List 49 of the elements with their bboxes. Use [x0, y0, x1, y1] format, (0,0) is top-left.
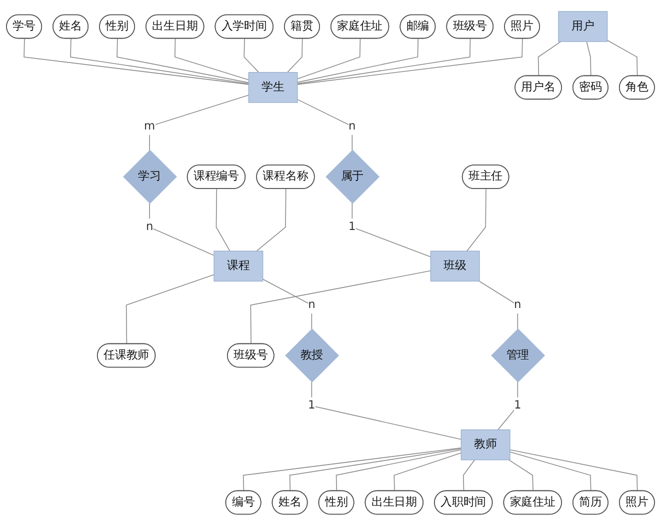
connector: [394, 452, 462, 492]
connector: [262, 278, 312, 330]
connector: [289, 448, 462, 492]
connector: [311, 382, 462, 440]
connector: [297, 38, 361, 80]
connector: [149, 94, 250, 151]
connector: [297, 38, 418, 83]
connector: [116, 38, 250, 84]
connector: [250, 270, 432, 345]
edge-label: m: [144, 120, 156, 133]
connector: [256, 188, 286, 252]
edge-label: n: [514, 298, 522, 312]
connector: [216, 188, 230, 252]
node-box: 教师: [460, 430, 510, 460]
node-box: 班级: [430, 250, 480, 282]
connector: [336, 450, 462, 492]
connector: [244, 38, 260, 73]
node-diamond: 教授: [285, 328, 340, 383]
connector: [466, 188, 486, 252]
connector: [478, 280, 518, 330]
connector: [242, 448, 462, 492]
edge-label: 1: [348, 220, 356, 234]
edge-label: n: [146, 220, 154, 234]
connector: [24, 38, 250, 85]
node-box: 学生: [248, 72, 298, 103]
connector: [510, 452, 592, 492]
connector: [70, 38, 250, 84]
connector: [606, 40, 638, 77]
connector: [126, 274, 214, 345]
node-box: 课程: [214, 250, 264, 282]
connector: [586, 41, 592, 77]
connector: [297, 38, 471, 84]
connector: [462, 460, 476, 492]
node-diamond: 学习: [122, 150, 177, 204]
connector: [297, 38, 523, 85]
connector: [352, 202, 432, 258]
connector: [510, 449, 638, 492]
edge-label: 1: [514, 399, 522, 412]
edge-label: 1: [308, 399, 316, 412]
edge-label: n: [348, 120, 356, 133]
connector: [174, 38, 250, 80]
connector: [297, 99, 353, 151]
connector: [286, 38, 303, 73]
connector: [508, 460, 534, 492]
connector: [149, 202, 214, 256]
node-box: 用户: [558, 11, 608, 42]
edge-label: n: [308, 298, 316, 312]
node-diamond: 属于: [326, 150, 380, 204]
node-diamond: 管理: [491, 328, 546, 383]
